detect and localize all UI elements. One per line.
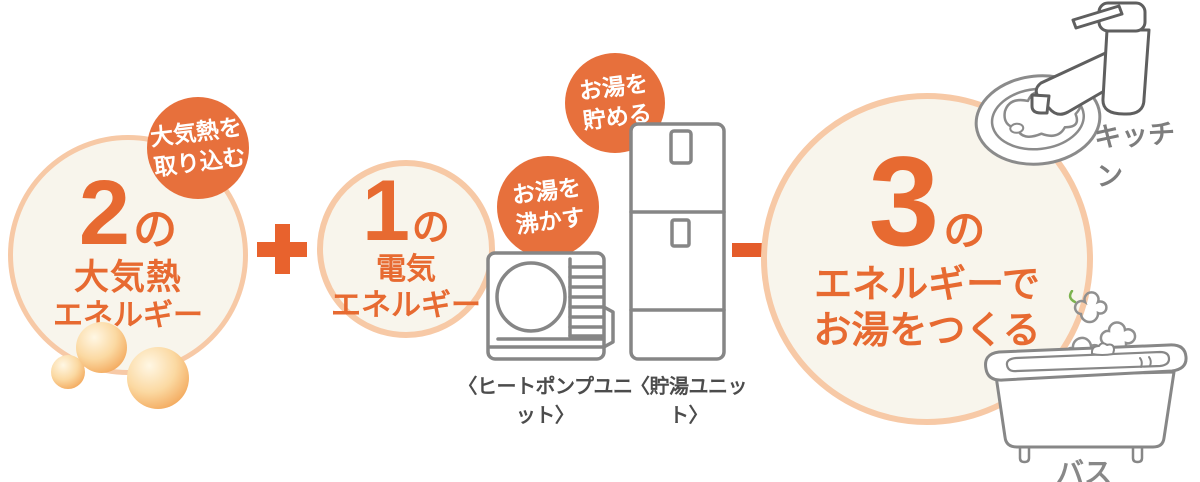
plus-vertical-bar — [275, 224, 290, 274]
vent-lines — [488, 257, 606, 349]
faucet-spout-tip — [1030, 93, 1051, 115]
energy-label-line1: 大気熱 — [73, 258, 182, 298]
energy-label-line2: お湯をつくる — [813, 310, 1041, 353]
intake-badge: 大気熱を 取り込む — [147, 97, 249, 199]
air-heat-bubbles-icon — [76, 322, 127, 373]
faucet-lever — [1071, 4, 1124, 30]
particle-no: の — [133, 205, 178, 255]
energy-label-line1: エネルギーで — [814, 263, 1040, 306]
energy-label-line1: 電気 — [376, 253, 436, 287]
bathtub-icon — [984, 290, 1188, 464]
tub-rim-inner — [1005, 350, 1171, 373]
bathtub — [984, 342, 1188, 464]
tub-foot-left — [1018, 443, 1031, 464]
tank-top-panel — [669, 129, 693, 165]
plus-icon — [257, 224, 307, 274]
faucet — [1030, 1, 1151, 116]
bath-label: バス — [1055, 457, 1112, 482]
water-mark — [1148, 356, 1152, 367]
rubber-duck — [1091, 342, 1115, 356]
energy-number: 2 — [78, 162, 131, 265]
tank-mid-panel — [670, 218, 691, 248]
energy-number: 1 — [362, 163, 410, 260]
air-heat-bubbles-icon — [127, 347, 189, 409]
energy-label-line2: エネルギー — [331, 288, 481, 322]
drain-dot — [1009, 122, 1025, 134]
faucet-neck — [1101, 28, 1151, 116]
heat-pump-unit-label: 〈ヒートポンプユニット〉 — [457, 376, 633, 427]
boil-water-badge: お湯を 沸かす — [497, 156, 599, 258]
tub-body — [994, 370, 1176, 449]
boil-badge-text: お湯を 沸かす — [510, 173, 586, 241]
energy-label-line2: エネルギー — [53, 299, 203, 333]
water-mark — [1139, 357, 1143, 368]
kitchen-label: キッチン — [1093, 118, 1176, 192]
energy-number: 3 — [868, 130, 940, 273]
particle-no: の — [411, 207, 450, 250]
storage-tank-icon — [629, 122, 726, 361]
fan-circle — [495, 261, 567, 333]
heat-pump-unit-icon — [486, 251, 615, 361]
tub-foot-right — [1131, 443, 1144, 464]
particle-no: の — [943, 207, 986, 255]
kitchen-faucet-icon — [974, 1, 1151, 166]
intake-badge-text: 大気熱を 取り込む — [149, 113, 248, 184]
steam-green-curl — [1068, 290, 1077, 304]
tank-unit-label: 〈貯湯ユニット〉 — [630, 376, 748, 427]
